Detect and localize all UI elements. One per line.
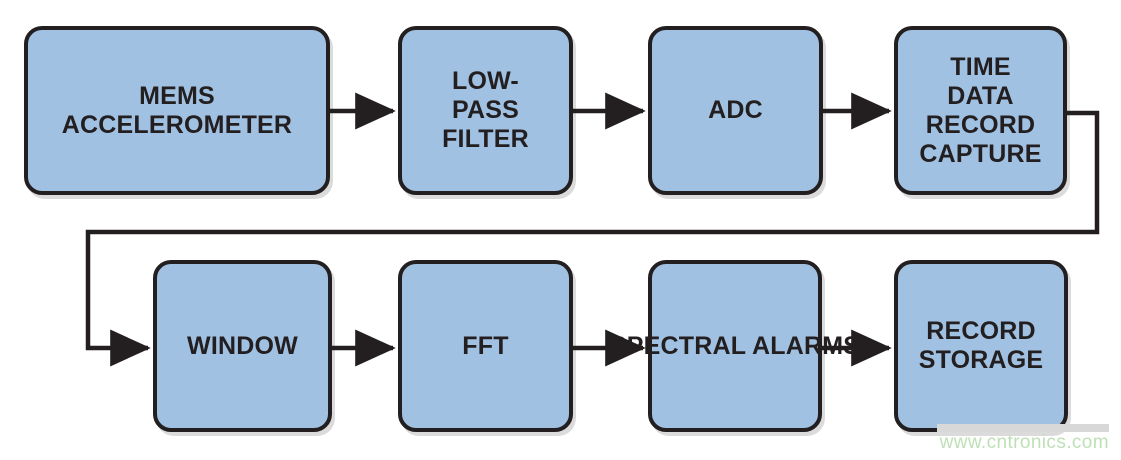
block-label: LOW- PASS FILTER <box>442 67 529 153</box>
block-low-pass-filter[interactable]: LOW- PASS FILTER <box>398 26 573 195</box>
block-label: ADC <box>708 96 763 124</box>
block-label: FFT <box>462 331 509 360</box>
block-adc[interactable]: ADC <box>648 26 823 195</box>
block-label: WINDOW <box>187 331 298 360</box>
block-label: RECORD STORAGE <box>918 317 1044 374</box>
block-time-data-record-capture[interactable]: TIME DATA RECORD CAPTURE <box>894 26 1067 195</box>
block-label: SPECTRAL ALARMS <box>609 331 861 360</box>
block-label: MEMS ACCELEROMETER <box>61 81 293 139</box>
block-window[interactable]: WINDOW <box>153 260 332 432</box>
block-spectral-alarms[interactable]: SPECTRAL ALARMS <box>610 260 860 432</box>
block-label: TIME DATA RECORD CAPTURE <box>919 52 1042 168</box>
watermark-text: www.cntronics.com <box>939 432 1109 453</box>
block-record-storage[interactable]: RECORD STORAGE <box>894 260 1068 432</box>
watermark-backing-bar <box>937 424 1109 432</box>
block-fft[interactable]: FFT <box>398 260 573 432</box>
block-mems-accelerometer[interactable]: MEMS ACCELEROMETER <box>24 26 330 195</box>
